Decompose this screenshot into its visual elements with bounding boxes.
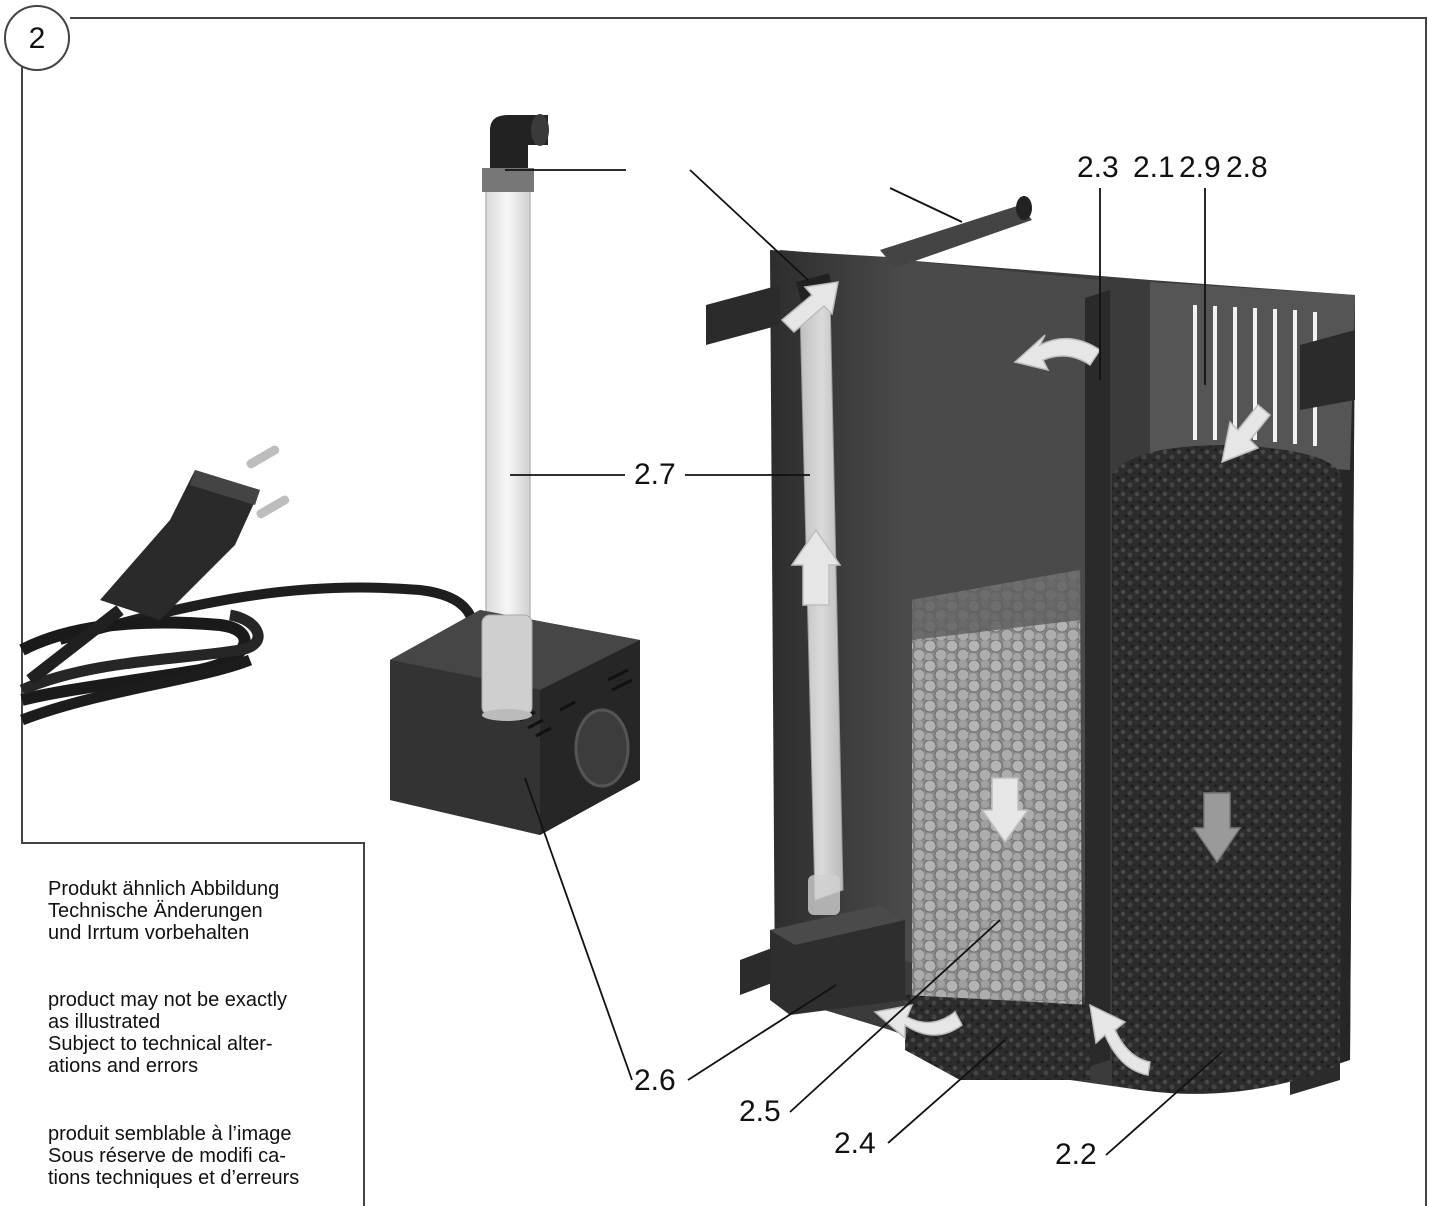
disclaimer-german: Produkt ähnlich Abbildung Technische Änd…: [48, 878, 348, 944]
pump-unit: [390, 610, 640, 835]
disclaimer-line: tions techniques et d’erreurs: [48, 1167, 300, 1189]
label-2-3: 2.3: [1077, 151, 1119, 184]
label-2-8: 2.8: [1226, 151, 1268, 184]
bottom-sponge: [905, 995, 1090, 1080]
label-2-1: 2.1: [1133, 151, 1175, 184]
pump-riser-tube: [482, 114, 549, 626]
plug-icon: [100, 445, 290, 620]
main-sponge: [1112, 445, 1342, 1094]
disclaimer-line: Subject to technical alter-: [48, 1033, 273, 1055]
label-2-2: 2.2: [1055, 1138, 1097, 1171]
leader-lines: [505, 169, 1223, 1156]
label-2-6: 2.6: [634, 1064, 676, 1097]
disclaimer-line: Technische Änderungen: [48, 900, 263, 922]
disclaimer-french: produit semblable à l’image Sous réserve…: [48, 1123, 348, 1189]
figure-number-circle: [4, 5, 70, 71]
label-2-9: 2.9: [1179, 151, 1221, 184]
disclaimer-english: product may not be exactly as illustrate…: [48, 989, 348, 1077]
label-2-5: 2.5: [739, 1095, 781, 1128]
internal-pump: [770, 875, 905, 1015]
disclaimer-line: Sous réserve de modifi ca-: [48, 1145, 286, 1167]
figure-number: 2: [28, 22, 46, 55]
figure-frame: [21, 17, 1427, 1206]
disclaimer-line: Produkt ähnlich Abbildung: [48, 878, 280, 900]
label-2-7: 2.7: [634, 458, 676, 491]
disclaimer-line: product may not be exactly: [48, 989, 288, 1011]
label-2-4: 2.4: [834, 1127, 876, 1160]
disclaimer-line: produit semblable à l’image: [48, 1123, 292, 1145]
disclaimer-line: ations and errors: [48, 1055, 199, 1077]
disclaimer-line: as illustrated: [48, 1011, 161, 1033]
disclaimer-line: und Irrtum vorbehalten: [48, 922, 250, 944]
